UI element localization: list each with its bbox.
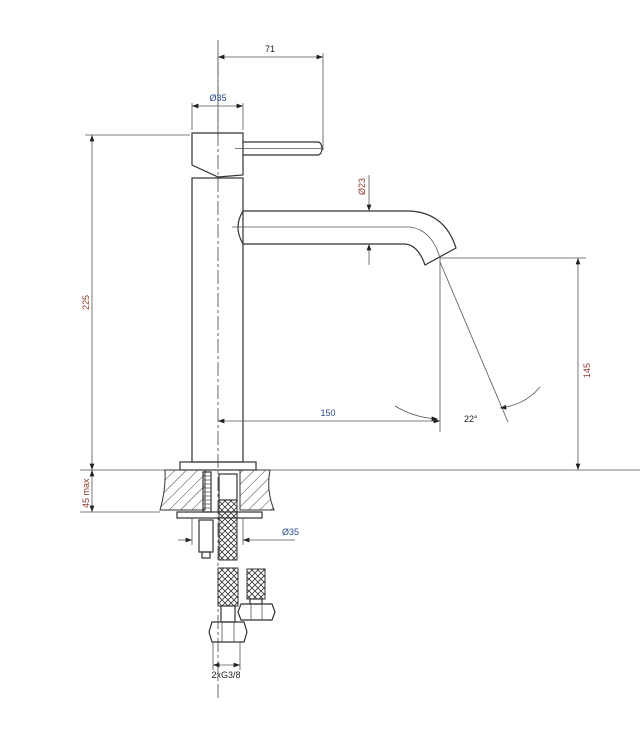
lever-handle [191, 132, 323, 178]
spout [232, 210, 457, 266]
countertop-section [80, 461, 640, 519]
label-spout-diameter: Ø23 [357, 178, 367, 195]
label-lever-reach: 71 [265, 44, 275, 54]
supply-hose-main [208, 473, 248, 670]
label-mounting-diameter: Ø35 [282, 527, 299, 537]
faucet-body [191, 177, 244, 463]
dimension-total-height: 225 [81, 134, 190, 470]
dimension-lever-reach: 71 [217, 44, 324, 150]
label-total-height: 225 [81, 295, 91, 310]
dimension-spout-height: 145 [440, 257, 592, 470]
hose-nut [208, 621, 248, 643]
label-connection: 2xG3/8 [211, 670, 240, 680]
dimension-countertop: 45 max [80, 470, 160, 513]
supply-hose-secondary [237, 568, 276, 621]
dimension-spout-reach: 150 [218, 258, 441, 432]
dimension-connection: 2xG3/8 [211, 662, 241, 680]
dimension-body-diameter: Ø35 [191, 93, 244, 130]
label-countertop: 45 max [81, 478, 91, 508]
label-spout-height: 145 [582, 363, 592, 378]
dimension-spout-angle: 22° [394, 261, 541, 424]
label-body-diameter: Ø35 [209, 93, 226, 103]
base-flange [179, 461, 257, 471]
dimension-spout-diameter: Ø23 [357, 175, 372, 265]
mounting-stud [198, 471, 214, 559]
dimension-mounting-diameter: Ø35 [178, 518, 299, 545]
label-spout-angle: 22° [464, 414, 478, 424]
label-spout-reach: 150 [320, 408, 335, 418]
